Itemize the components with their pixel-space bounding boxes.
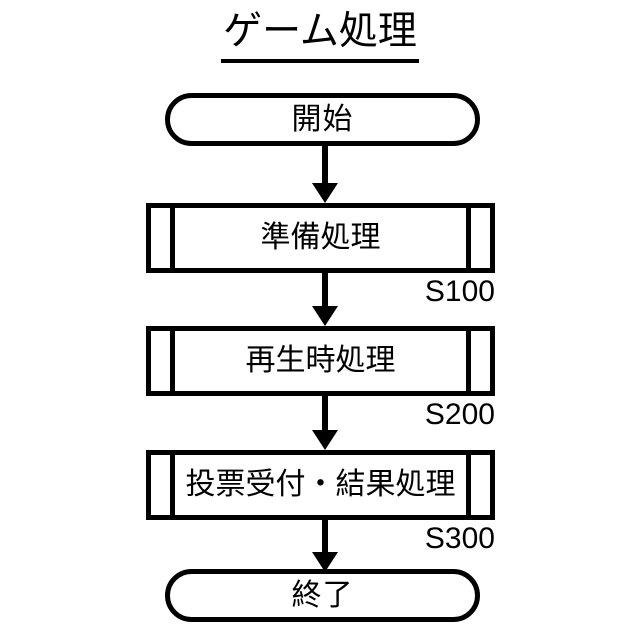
node-s200[interactable]: 再生時処理: [146, 326, 495, 396]
node-s100[interactable]: 準備処理: [146, 203, 495, 273]
node-s100-label: 準備処理: [260, 221, 381, 254]
node-start-label: 開始: [291, 102, 354, 136]
arrow-head-icon: [312, 183, 338, 203]
predef-bar-left: [170, 208, 175, 268]
predef-bar-left: [170, 331, 175, 391]
predef-bar-right: [466, 331, 471, 391]
step-label-s100: S100: [424, 275, 495, 308]
node-s200-label: 再生時処理: [245, 344, 396, 377]
node-end[interactable]: 終了: [165, 569, 480, 622]
arrow-head-icon: [312, 552, 338, 572]
arrow-shaft: [322, 273, 328, 306]
arrow-head-icon: [312, 306, 338, 326]
node-start[interactable]: 開始: [165, 93, 480, 146]
node-end-label: 終了: [291, 578, 354, 612]
page-title-text: ゲーム処理: [221, 8, 419, 63]
arrow-head-icon: [312, 430, 338, 450]
node-s300[interactable]: 投票受付・結果処理: [146, 450, 495, 520]
arrow-shaft: [322, 520, 328, 552]
predef-bar-left: [170, 455, 175, 515]
arrow-shaft: [322, 146, 328, 183]
arrow-shaft: [322, 396, 328, 430]
node-s300-label: 投票受付・結果処理: [185, 468, 456, 501]
page-title: ゲーム処理: [0, 8, 640, 63]
step-label-s200: S200: [424, 398, 495, 431]
predef-bar-right: [466, 208, 471, 268]
step-label-s300: S300: [424, 522, 495, 555]
predef-bar-right: [466, 455, 471, 515]
